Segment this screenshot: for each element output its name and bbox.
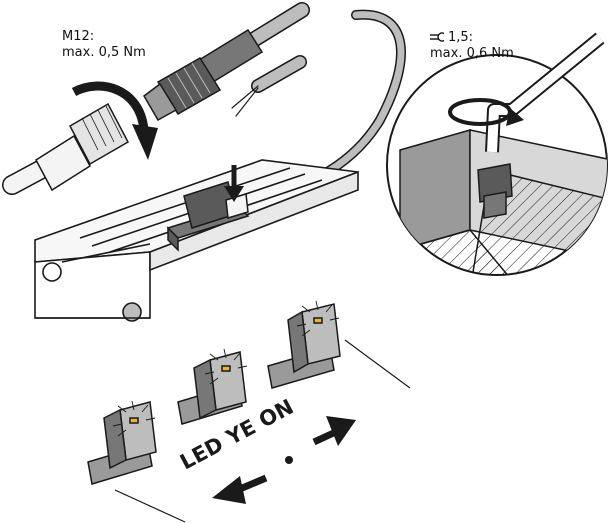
mount-hole — [122, 302, 142, 322]
hexkey-size: 1,5: — [448, 30, 474, 45]
cylinder-profile — [34, 159, 359, 322]
led-indicator — [129, 417, 139, 424]
led-glow-rays — [112, 300, 340, 437]
hexkey-torque: max. 0,6 Nm — [430, 46, 514, 61]
m12-title: M12: — [62, 29, 95, 44]
m12-torque: max. 0,5 Nm — [62, 45, 146, 60]
m12-torque-label: M12: max. 0,5 Nm — [62, 29, 146, 61]
led-indicator — [221, 365, 231, 372]
detail-magnifier — [386, 32, 608, 276]
switch-cams — [87, 303, 341, 485]
m12-plug — [143, 28, 264, 122]
hex-key-icon — [485, 32, 605, 153]
travel-range-lines — [114, 339, 411, 523]
hexkey-torque-label: 1,5: max. 0,6 Nm — [430, 30, 514, 62]
proximity-sensor — [166, 181, 250, 252]
rotation-arrow-icon — [71, 81, 158, 160]
direction-arrow-icon — [212, 416, 356, 504]
mount-hole — [42, 262, 62, 282]
switch-cam — [177, 351, 247, 425]
led-indicator — [313, 317, 323, 324]
insert-arrow-icon — [224, 165, 244, 202]
switch-cam — [267, 303, 341, 389]
wrench-icon — [430, 32, 445, 42]
switch-cam — [87, 401, 157, 485]
rotation-arrow-icon — [448, 98, 524, 126]
cable-socket — [35, 102, 129, 192]
